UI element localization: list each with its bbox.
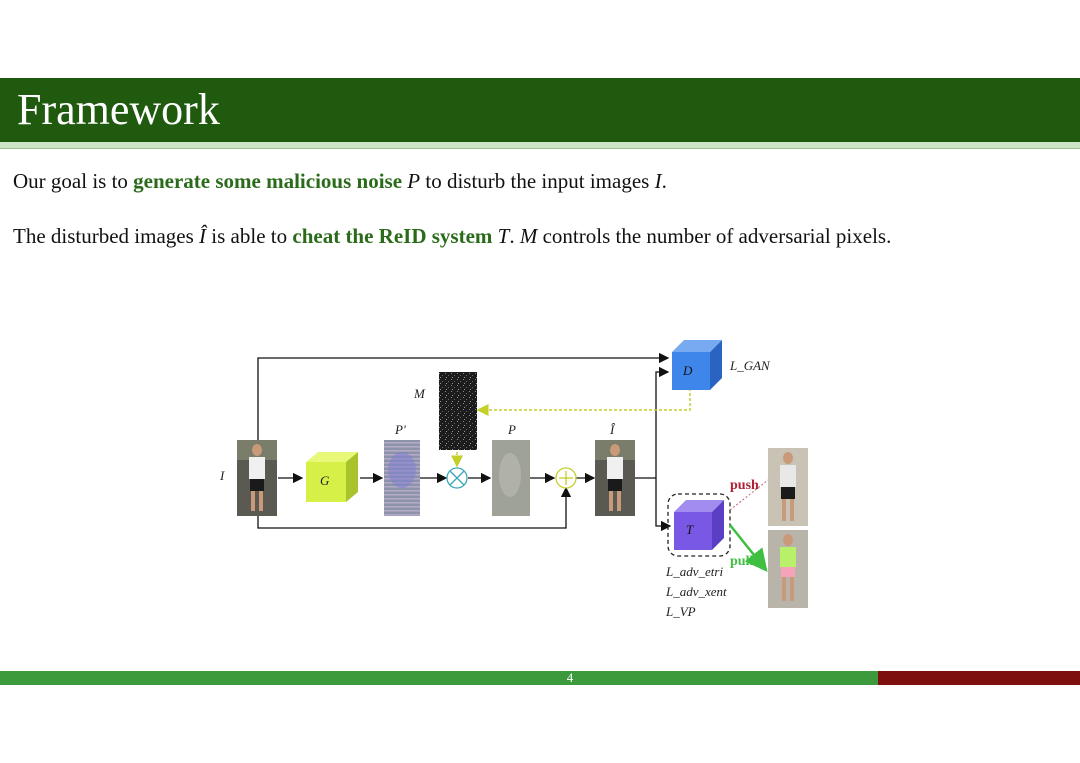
label-generator: G [320, 473, 330, 488]
push-line [729, 479, 769, 511]
desc-text-g: . [509, 224, 520, 248]
slide-title: Framework [17, 85, 220, 134]
pull-line [729, 524, 768, 572]
i-hat-image [595, 440, 635, 516]
goal-text-e: to disturb the input images [420, 169, 655, 193]
plus-operator [555, 467, 577, 489]
target-cube [674, 500, 724, 550]
title-bar: Framework [0, 78, 1080, 142]
label-i-hat: Î [610, 422, 615, 437]
label-push: push [730, 478, 759, 493]
description-sentence: The disturbed images Î is able to cheat … [13, 224, 891, 249]
label-p: P [508, 422, 516, 437]
label-p-prime: P' [395, 422, 406, 437]
feedback-d-to-m [476, 388, 691, 416]
multiply-operator [446, 467, 468, 489]
desc-text-i: controls the number of adversarial pixel… [537, 224, 892, 248]
label-input: I [220, 468, 225, 483]
goal-text-a: Our goal is to [13, 169, 134, 193]
p-image [492, 440, 530, 516]
framework-diagram: I M G P' P Î D T L_GAN L_adv_etri L_adv_… [210, 330, 810, 630]
goal-symbol-p: P [407, 169, 421, 193]
goal-sentence: Our goal is to generate some malicious n… [13, 169, 667, 194]
arrow-split-to-t [655, 478, 672, 532]
page-number: 4 [566, 670, 574, 685]
desc-symbol-m: M [519, 224, 538, 248]
desc-text-a: The disturbed images [13, 224, 200, 248]
label-pull: pull [730, 554, 754, 569]
footer-bar-green [0, 671, 878, 685]
arrow-split-to-d [655, 366, 670, 478]
p-prime-image [384, 440, 420, 516]
positive-sample-image [768, 530, 808, 608]
desc-highlight: cheat the ReID system [292, 224, 493, 248]
label-mask: M [414, 386, 425, 401]
goal-highlight: generate some malicious noise [133, 169, 403, 193]
footer-bar-red [878, 671, 1080, 685]
label-loss-gan: L_GAN [730, 358, 770, 373]
framework-diagram-svg [237, 340, 808, 608]
input-image [237, 440, 277, 516]
label-target: T [686, 522, 694, 537]
goal-symbol-i: I [654, 169, 662, 193]
label-loss-vp: L_VP [666, 604, 696, 619]
negative-sample-image [768, 448, 808, 526]
mask-image [439, 372, 477, 450]
connector-i-to-plus [257, 486, 572, 529]
discriminator-cube [672, 340, 722, 390]
generator-cube [306, 452, 358, 502]
desc-symbol-ihat: Î [199, 224, 207, 248]
label-loss-adv-etri: L_adv_etri [666, 564, 724, 579]
goal-period: . [661, 169, 667, 193]
connector-i-to-d [257, 352, 670, 480]
title-underline [0, 142, 1080, 149]
desc-text-c: is able to [206, 224, 293, 248]
label-loss-adv-xent: L_adv_xent [666, 584, 727, 599]
label-discriminator: D [683, 363, 693, 378]
desc-symbol-t: T [497, 224, 510, 248]
